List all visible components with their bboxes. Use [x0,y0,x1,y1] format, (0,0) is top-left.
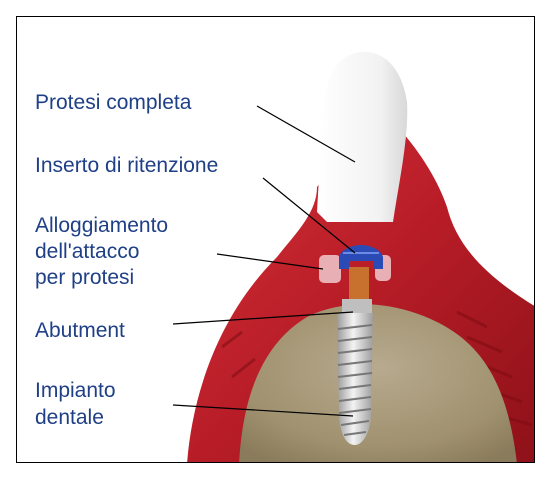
label-abutment: Abutment [35,318,125,343]
label-alloggiamento-line-3: per protesi [35,265,134,290]
abutment-collar [342,299,372,313]
label-alloggiamento-line-1: Alloggiamento [35,213,168,238]
label-protesi-completa: Protesi completa [35,90,191,115]
abutment-core [349,267,369,299]
label-inserto-di-ritenzione: Inserto di ritenzione [35,153,218,178]
label-impianto-line-1: Impianto [35,378,116,403]
label-alloggiamento-line-2: dell'attacco [35,239,139,264]
prosthesis-tooth [317,52,407,222]
label-impianto-line-2: dentale [35,405,104,430]
diagram-frame: Protesi completa Inserto di ritenzione A… [16,16,535,463]
